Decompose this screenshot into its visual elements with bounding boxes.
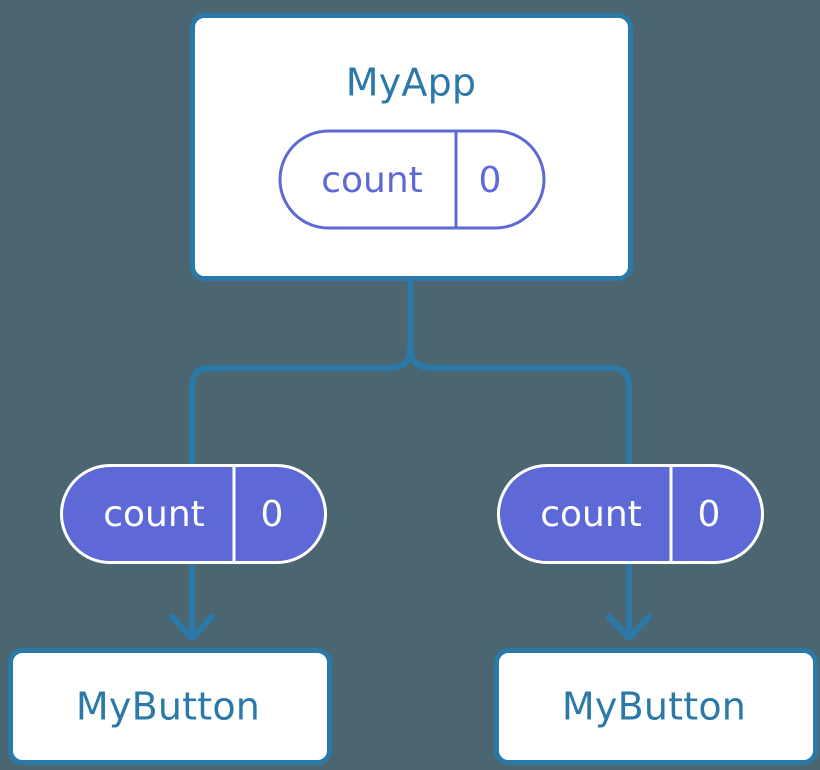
component-node-myapp[interactable]: MyApp count 0 <box>190 13 633 281</box>
arrow-down-icon <box>606 614 652 641</box>
component-title: MyButton <box>76 685 260 729</box>
prop-pill-body <box>60 464 327 564</box>
connector-branch-left <box>189 346 414 470</box>
prop-pill-body <box>497 464 764 564</box>
prop-pill-value: 0 <box>698 494 721 535</box>
prop-pill-filled-right[interactable]: count 0 <box>497 464 764 564</box>
prop-pill-value: 0 <box>261 494 284 535</box>
component-title: MyButton <box>562 685 746 729</box>
component-node-mybutton-left[interactable]: MyButton <box>8 648 332 765</box>
prop-pill-key: count <box>103 494 205 535</box>
state-pill-body <box>278 129 546 230</box>
connector-branch-right <box>407 346 632 470</box>
component-title: MyApp <box>346 61 477 105</box>
arrow-down-icon <box>169 614 215 641</box>
state-pill-value: 0 <box>479 160 502 201</box>
component-box <box>494 648 818 765</box>
state-pill-key: count <box>321 160 423 201</box>
prop-pill-filled-left[interactable]: count 0 <box>60 464 327 564</box>
state-pill-outline[interactable]: count 0 <box>278 129 546 230</box>
component-box <box>8 648 332 765</box>
connector-group <box>169 279 652 641</box>
prop-pill-key: count <box>540 494 642 535</box>
component-node-mybutton-right[interactable]: MyButton <box>494 648 818 765</box>
